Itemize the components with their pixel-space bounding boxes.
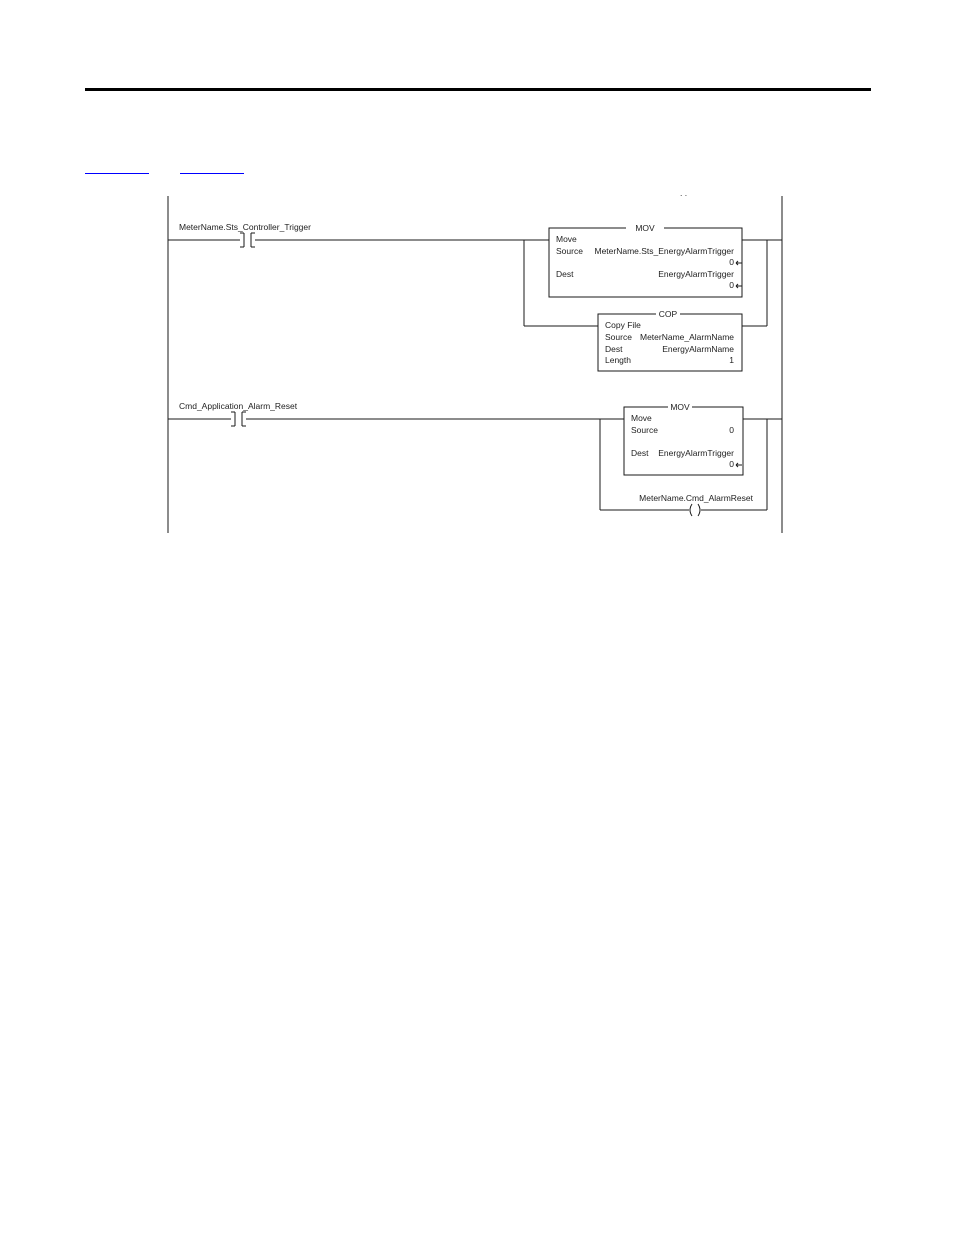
- rung1-mov-title: MOV: [635, 223, 655, 233]
- rung2-xic-contact[interactable]: [231, 412, 246, 426]
- rung-1: MeterName.Sts_Controller_Trigger MOV Mov…: [168, 222, 782, 371]
- rung1-xic-contact[interactable]: [240, 233, 255, 247]
- rung2-mov-dest-live: 0: [729, 459, 734, 469]
- rung1-mov-source-live: 0: [729, 257, 734, 267]
- rung2-contact-tag: Cmd_Application_Alarm_Reset: [179, 401, 298, 411]
- rung2-mov-dest-value: EnergyAlarmTrigger: [658, 448, 734, 458]
- rung1-cop-source-value: MeterName_AlarmName: [640, 332, 734, 342]
- rung1-mov-desc: Move: [556, 234, 577, 244]
- rung1-mov-source-value: MeterName.Sts_EnergyAlarmTrigger: [594, 246, 734, 256]
- rung1-cop-dest-value: EnergyAlarmName: [662, 344, 734, 354]
- rung1-cop-dest-label: Dest: [605, 344, 623, 354]
- rung1-mov-dest-value: EnergyAlarmTrigger: [658, 269, 734, 279]
- rung2-mov-desc: Move: [631, 413, 652, 423]
- rung1-mov-dest-live: 0: [729, 280, 734, 290]
- rung-2: Cmd_Application_Alarm_Reset MOV Move Sou…: [168, 401, 782, 516]
- rung2-mov-dest-label: Dest: [631, 448, 649, 458]
- rung1-cop-title: COP: [659, 309, 678, 319]
- rung1-cop-source-label: Source: [605, 332, 632, 342]
- rung2-mov-title: MOV: [670, 402, 690, 412]
- rung1-contact-tag: MeterName.Sts_Controller_Trigger: [179, 222, 311, 232]
- rung1-cop-block[interactable]: COP Copy File Source MeterName_AlarmName…: [598, 309, 742, 371]
- rung1-mov-block[interactable]: MOV Move Source MeterName.Sts_EnergyAlar…: [549, 223, 742, 297]
- rung1-cop-length-label: Length: [605, 355, 631, 365]
- rung1-cop-length-value: 1: [729, 355, 734, 365]
- rung2-mov-block[interactable]: MOV Move Source 0 Dest EnergyAlarmTrigge…: [624, 402, 743, 475]
- rung2-mov-source-label: Source: [631, 425, 658, 435]
- rung1-cop-desc: Copy File: [605, 320, 641, 330]
- rung2-coil-tag: MeterName.Cmd_AlarmReset: [639, 493, 753, 503]
- rung1-mov-dest-label: Dest: [556, 269, 574, 279]
- rung1-mov-source-label: Source: [556, 246, 583, 256]
- rung2-output-coil[interactable]: [690, 504, 700, 516]
- rung2-mov-source-value: 0: [729, 425, 734, 435]
- rail-marker: . .: [680, 188, 687, 198]
